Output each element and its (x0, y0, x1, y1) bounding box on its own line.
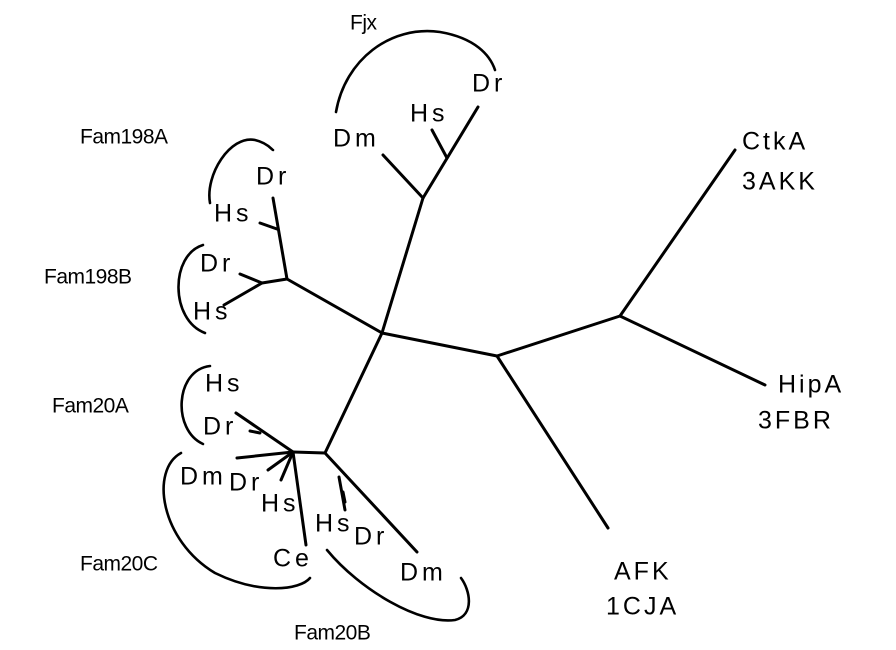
leaf-fam20a-hs: Hs (205, 370, 244, 398)
leaf-fam20b-dm: Dm (400, 559, 447, 587)
label-fam198b: Fam198B (44, 266, 132, 289)
branch-fam20b-hs (341, 490, 347, 504)
branch-fam20c-dr (266, 450, 295, 472)
clade-arcs (162, 29, 497, 622)
label-hipa: HipA (778, 371, 844, 399)
label-fam20b: Fam20B (294, 622, 370, 645)
branch-fam20c-dm (235, 450, 295, 460)
leaf-fjx-dr: Dr (472, 70, 506, 98)
leaf-fjx-hs: Hs (410, 100, 449, 128)
branch-fam198b (260, 277, 289, 285)
branch-hipa (618, 314, 767, 387)
leaf-fam20b-dr: Dr (354, 523, 388, 551)
leaf-fam198a-hs: Hs (214, 200, 253, 228)
leaf-fam20c-dr: Dr (229, 469, 263, 497)
branch-to-ctka-hipa (495, 314, 622, 358)
branch-fam20a (234, 411, 295, 454)
label-fam198a: Fam198A (80, 126, 168, 149)
leaf-fam198b-hs: Hs (193, 298, 232, 326)
branch-fam198b-hs (222, 281, 264, 307)
branch-fjx-hs (430, 128, 449, 160)
leaf-fjx-dm: Dm (333, 125, 380, 153)
leaf-fam20c-hs: Hs (261, 490, 300, 518)
branch-fjx (380, 196, 425, 335)
label-ctka-pdb: 3AKK (742, 168, 818, 196)
branch-fam20ac (291, 450, 327, 455)
branch-fam20b-dm (323, 451, 419, 554)
arc-fam20b (325, 548, 471, 622)
leaf-fam20a-dr: Dr (203, 413, 237, 441)
labels: Fjx Dm Hs Dr CtkA 3AKK HipA 3FBR AFK 1CJ… (44, 12, 844, 645)
leaf-fam20c-ce: Ce (273, 545, 313, 573)
label-afk: AFK (614, 558, 672, 586)
arc-fam20a (180, 364, 212, 446)
leaf-fam198b-dr: Dr (200, 250, 234, 278)
branch-fjx-dr (421, 105, 480, 200)
branch-ctka (618, 148, 737, 318)
branch-fam198b-dr (238, 272, 264, 285)
branch-fam20a-dr (248, 429, 262, 435)
branch-fam20c-ce (291, 450, 308, 547)
label-ctka: CtkA (742, 128, 808, 156)
branch-fam198a-dr (271, 196, 289, 281)
label-hipa-pdb: 3FBR (758, 407, 834, 435)
branch-fam198 (285, 277, 384, 335)
branch-afk (495, 354, 610, 530)
arc-fam198a (208, 138, 275, 205)
label-fjx: Fjx (350, 12, 377, 35)
leaf-fam198a-dr: Dr (256, 163, 290, 191)
leaf-fam20c-dm: Dm (180, 463, 227, 491)
label-fam20c: Fam20C (80, 553, 158, 576)
label-afk-pdb: 1CJA (606, 593, 679, 621)
arc-fjx (334, 29, 497, 114)
leaf-fam20b-hs: Hs (315, 510, 354, 538)
branch-fam198a-hs (258, 221, 279, 231)
arc-fam20c (162, 451, 312, 590)
branch-fam20 (323, 331, 384, 455)
label-fam20a: Fam20A (52, 395, 129, 418)
branch-center-to-bacterial (380, 331, 499, 358)
arc-fam198b (177, 243, 207, 335)
branch-fam20c-hs (279, 450, 295, 482)
branch-fjx-dm (381, 153, 425, 200)
branches (222, 105, 767, 554)
